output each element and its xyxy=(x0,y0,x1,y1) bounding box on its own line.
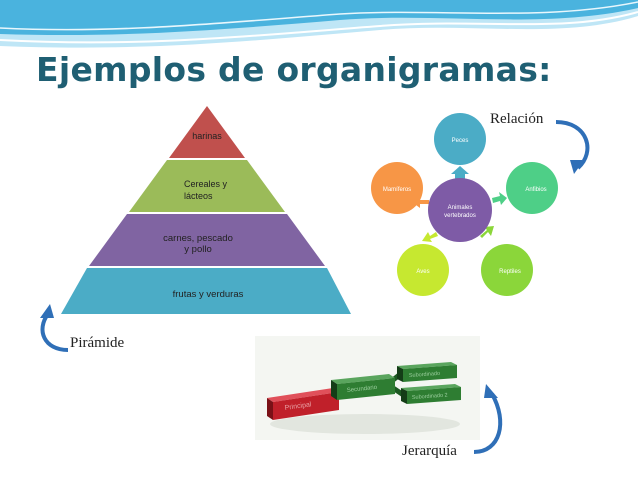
pyramid-level-2-label-line1: Cereales y xyxy=(184,179,228,189)
hierarchy-diagram: Principal Secundario Subordinado Subordi… xyxy=(255,336,480,440)
pyramid-level-4 xyxy=(61,268,351,314)
pyramid-level-3-label-line2: y pollo xyxy=(184,244,211,255)
header-waves xyxy=(0,0,638,48)
cycle-arrow-lower-right xyxy=(480,226,494,238)
pyramid-level-3 xyxy=(89,214,325,266)
caption-piramide: Pirámide xyxy=(70,335,125,351)
pyramid-level-4-label: frutas y verduras xyxy=(173,289,244,300)
cycle-node-peces xyxy=(434,113,486,165)
cycle-node-peces-label: Peces xyxy=(452,138,469,144)
cycle-node-anfibios xyxy=(506,162,558,214)
cycle-node-aves-label: Aves xyxy=(416,269,429,275)
hierarchy-box-subordinado-2-label: Subordinado 2 xyxy=(412,393,448,401)
pyramid-level-2 xyxy=(129,160,285,212)
curl-arrow-jerarquia-icon xyxy=(473,384,503,454)
hierarchy-box-secundario-label: Secundario xyxy=(347,385,378,394)
cycle-center-label-line1: Animales xyxy=(448,205,473,211)
pyramid-level-1 xyxy=(169,106,245,158)
cycle-node-mamiferos-label: Mamíferos xyxy=(383,187,411,193)
pyramid-level-3-label-line1: carnes, pescado xyxy=(163,233,233,244)
pyramid-diagram: harinas Cereales y lácteos carnes, pesca… xyxy=(61,106,351,314)
cycle-center-node xyxy=(428,178,492,242)
hierarchy-box-subordinado: Subordinado xyxy=(397,362,457,382)
cycle-node-reptiles xyxy=(481,244,533,296)
cycle-node-anfibios-label: Anfibios xyxy=(525,187,546,193)
hierarchy-box-secundario: Secundario xyxy=(331,374,395,400)
cycle-node-reptiles-label: Reptiles xyxy=(499,269,521,275)
cycle-node-aves xyxy=(397,244,449,296)
cycle-arrow-up xyxy=(451,166,469,180)
slide-title: Ejemplos de organigramas: xyxy=(36,50,552,89)
hierarchy-box-subordinado-2: Subordinado 2 xyxy=(401,384,461,404)
cycle-center-label-line2: vertebrados xyxy=(444,213,476,219)
hierarchy-box-principal: Principal xyxy=(267,388,339,420)
hierarchy-box-subordinado-label: Subordinado xyxy=(409,371,441,379)
caption-jerarquia: Jerarquía xyxy=(402,443,457,459)
caption-relacion: Relación xyxy=(490,111,544,127)
pyramid-level-1-label: harinas xyxy=(192,131,222,141)
cycle-arrow-right xyxy=(492,192,507,205)
curl-arrow-piramide-icon xyxy=(40,304,69,352)
cycle-diagram: Animales vertebrados Peces Anfibios Rept… xyxy=(371,113,558,296)
pyramid-level-2-label-line2: lácteos xyxy=(184,191,213,201)
cycle-arrow-lower-left xyxy=(422,232,438,242)
curl-arrow-relacion-icon xyxy=(555,120,590,174)
cycle-node-mamiferos xyxy=(371,162,423,214)
hierarchy-shadow xyxy=(270,414,460,434)
hierarchy-box-principal-label: Principal xyxy=(284,401,312,412)
